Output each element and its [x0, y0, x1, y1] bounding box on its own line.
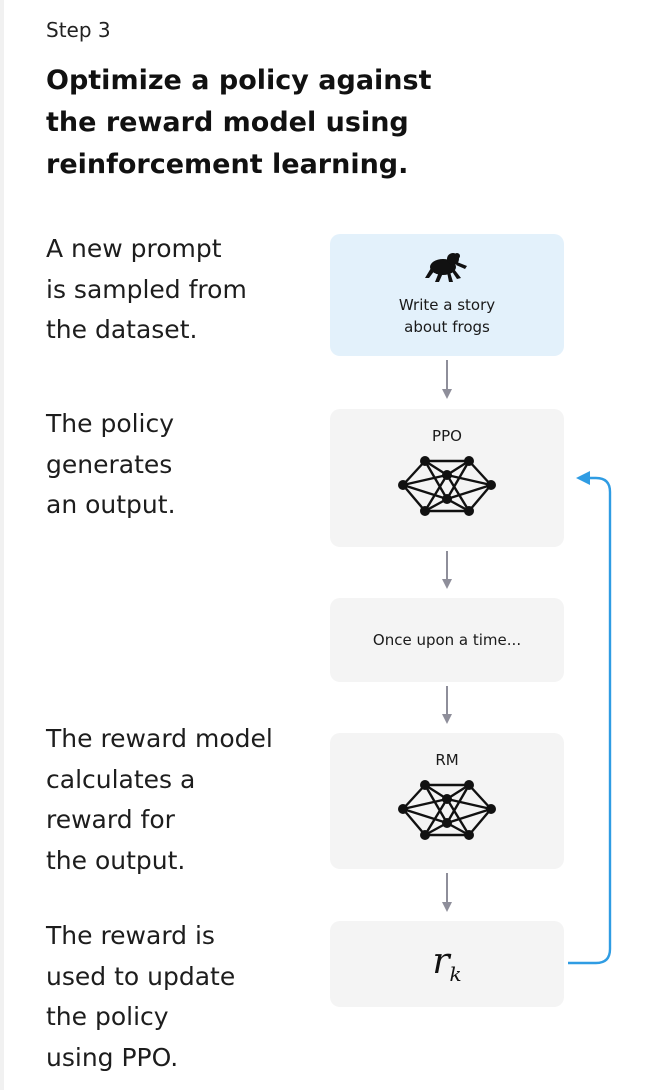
reward-symbol: rk [432, 940, 462, 987]
description-line: using PPO. [46, 1042, 179, 1072]
prompt-text: Write a story about frogs [399, 294, 495, 338]
description-line: the policy [46, 1002, 169, 1031]
description-prompt: A new prompt is sampled from the dataset… [46, 229, 247, 351]
description-line: the dataset. [46, 315, 198, 344]
frog-icon [425, 253, 467, 282]
title-line: the reward model using [46, 107, 409, 138]
page-left-border [0, 0, 4, 1090]
description-line: used to update [46, 961, 236, 991]
description-policy: The policy generates an output. [46, 404, 176, 526]
title-line: Optimize a policy against [46, 65, 432, 96]
page-title: Optimize a policy against the reward mod… [46, 60, 466, 186]
description-line: an output. [46, 490, 176, 519]
description-line: generates [46, 449, 173, 479]
description-line: The reward is [46, 921, 215, 950]
description-line: The policy [46, 409, 175, 438]
neural-network-icon [398, 456, 496, 516]
description-line: is sampled from [46, 274, 247, 304]
prompt-box: Write a story about frogs [330, 234, 564, 356]
output-box: Once upon a time... [330, 598, 564, 682]
ppo-label: PPO [432, 427, 462, 445]
reward-subscript: k [449, 962, 462, 987]
reward-letter: r [432, 940, 450, 982]
title-line: reinforcement learning. [46, 149, 409, 180]
prompt-line: Write a story [398, 296, 496, 314]
description-update: The reward is used to update the policy … [46, 916, 235, 1078]
feedback-arrow [568, 471, 612, 965]
description-reward-model: The reward model calculates a reward for… [46, 719, 273, 881]
description-line: The reward model [46, 724, 273, 753]
description-line: reward for [46, 805, 175, 834]
prompt-line: about frogs [404, 318, 490, 336]
step-label: Step 3 [46, 18, 111, 42]
rm-label: RM [435, 751, 459, 769]
rm-box: RM [330, 733, 564, 869]
description-line: calculates a [46, 764, 196, 794]
neural-network-icon [398, 780, 496, 840]
output-text: Once upon a time... [372, 631, 522, 649]
description-line: A new prompt [46, 234, 222, 263]
ppo-box: PPO [330, 409, 564, 547]
description-line: the output. [46, 845, 186, 875]
reward-box: rk [330, 921, 564, 1007]
